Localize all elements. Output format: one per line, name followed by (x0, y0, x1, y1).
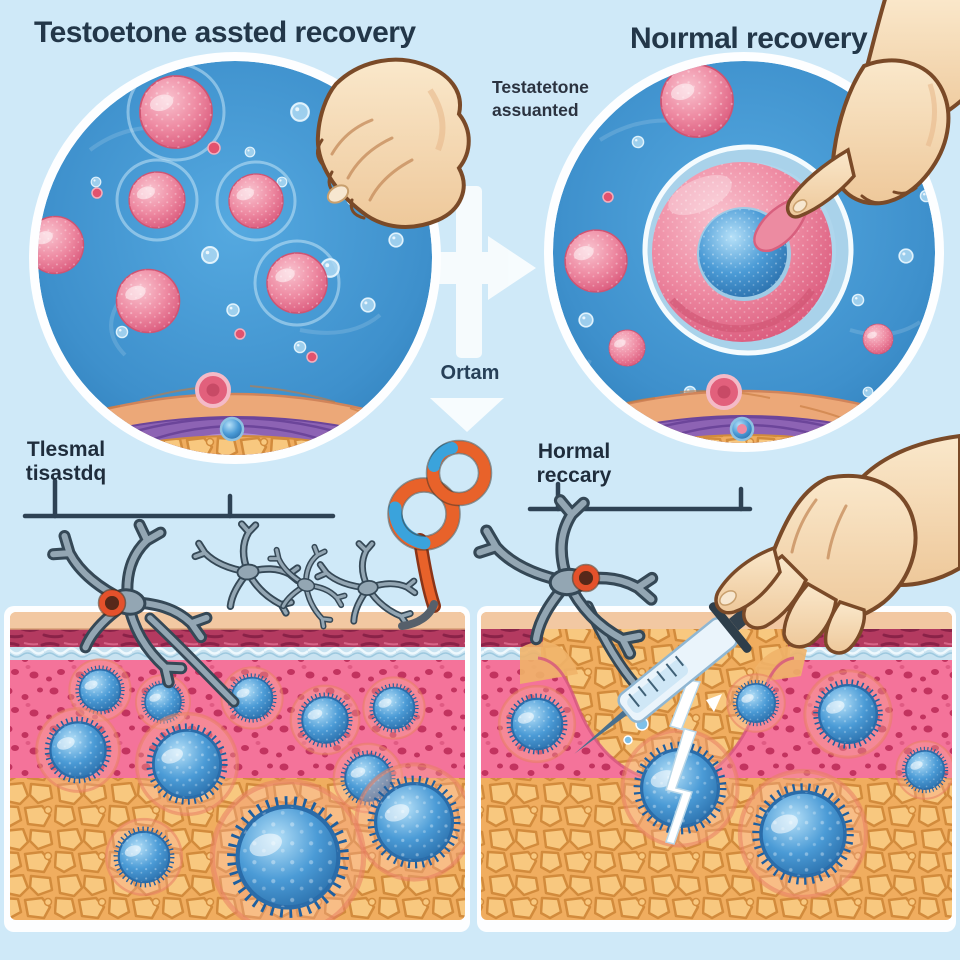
right-section-label: Hormal reccary (518, 440, 630, 488)
tissue-cross-section-right (476, 433, 960, 932)
small-blue-cell (219, 416, 245, 442)
center-annotation: Testatetone assuanted (492, 76, 589, 122)
hand-poking-icon (315, 57, 471, 229)
tissue-cross-section-left (4, 511, 470, 932)
central-engrafted-cell (652, 162, 832, 342)
fingernail (792, 199, 808, 213)
donut-cell (195, 372, 231, 408)
left-section-label-line1: Tlesmal (26, 438, 106, 461)
hand-pinching-icon (785, 0, 960, 219)
left-section-label-line2: tisastdq (25, 462, 107, 486)
center-annotation-line2: assuanted (492, 99, 579, 120)
right-magnifier-circle (544, 0, 960, 452)
thumbnail (719, 590, 737, 606)
down-arrow-icon (430, 398, 504, 432)
neuron-shapes-left (35, 511, 421, 708)
center-annotation-line1: Testatetone (492, 77, 589, 97)
neuron-ring (99, 590, 126, 617)
orange-blue-rings-icon (387, 439, 493, 630)
right-section-label-line1: Hormal (537, 440, 611, 463)
lightning-bolt (665, 679, 702, 845)
right-section-label-line2: reccary (536, 464, 612, 488)
left-section-label: Tlesmal tisastdq (6, 438, 126, 486)
fingernail (326, 184, 350, 204)
left-magnifier-circle (29, 52, 471, 464)
small-cell (729, 416, 755, 442)
neuron-ring (573, 565, 600, 592)
right-panel-title: Noırmal recovery (630, 22, 868, 55)
flow-label: Ortam (440, 362, 500, 384)
hand-holding-syringe-icon (714, 433, 960, 655)
left-panel-title: Testoetone assted recovery (34, 16, 416, 49)
donut-cell (706, 374, 742, 410)
